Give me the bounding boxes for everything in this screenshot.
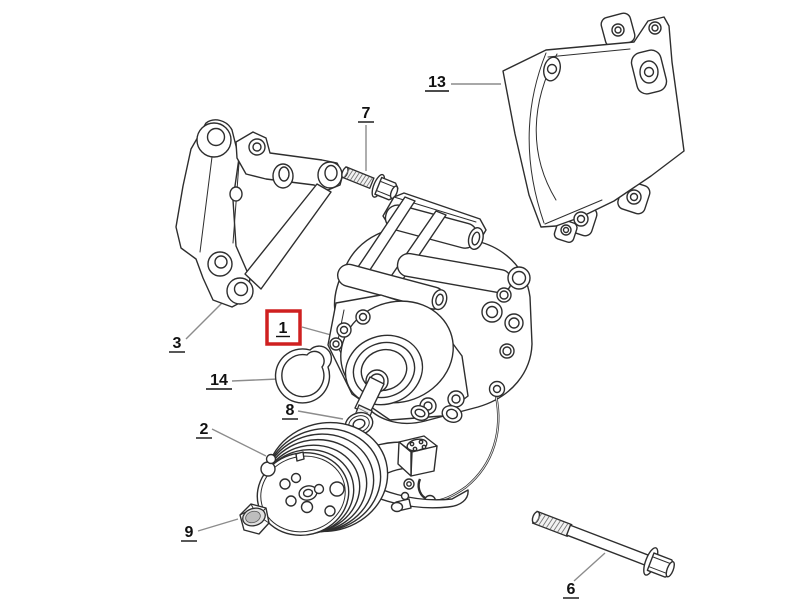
leader-line-2	[211, 428, 267, 457]
label-text-3[interactable]: 3	[173, 335, 182, 352]
part-label-1-highlighted[interactable]: 1	[265, 309, 302, 346]
leader-line-9	[197, 518, 239, 532]
label-text-8[interactable]: 8	[286, 402, 295, 419]
label-text-14[interactable]: 14	[210, 372, 228, 389]
nut-drawing	[239, 503, 270, 535]
label-text-9[interactable]: 9	[185, 524, 194, 541]
part-label-14[interactable]: 14	[206, 372, 232, 390]
part-label-6[interactable]: 6	[563, 581, 579, 599]
label-text-6[interactable]: 6	[567, 581, 576, 598]
part-label-2[interactable]: 2	[196, 421, 212, 439]
belt-cover-drawing	[502, 12, 685, 243]
leader-line-6	[573, 552, 606, 582]
part-label-8[interactable]: 8	[282, 402, 298, 420]
part-label-3[interactable]: 3	[169, 335, 185, 353]
part-1-highlight-box	[265, 309, 302, 346]
leader-lines	[185, 83, 606, 582]
part-label-9[interactable]: 9	[181, 524, 197, 542]
label-text-7[interactable]: 7	[362, 105, 371, 122]
leader-line-14	[231, 378, 279, 382]
mounting-bracket-drawing	[175, 119, 344, 308]
gasket-drawing	[274, 345, 333, 404]
label-text-2[interactable]: 2	[200, 421, 209, 438]
long-bolt-drawing	[531, 510, 675, 578]
part-label-7[interactable]: 7	[358, 105, 374, 123]
compressor-drawing	[327, 192, 533, 427]
label-text-1[interactable]: 1	[279, 320, 288, 337]
leader-line-8	[297, 410, 344, 420]
clutch-pulley-drawing	[256, 421, 389, 537]
short-bolt-drawing	[341, 166, 399, 201]
part-label-13[interactable]: 13	[425, 74, 449, 92]
part-labels: 13 7 3 1 14 8 2 9	[169, 74, 579, 599]
label-text-13[interactable]: 13	[428, 74, 446, 91]
